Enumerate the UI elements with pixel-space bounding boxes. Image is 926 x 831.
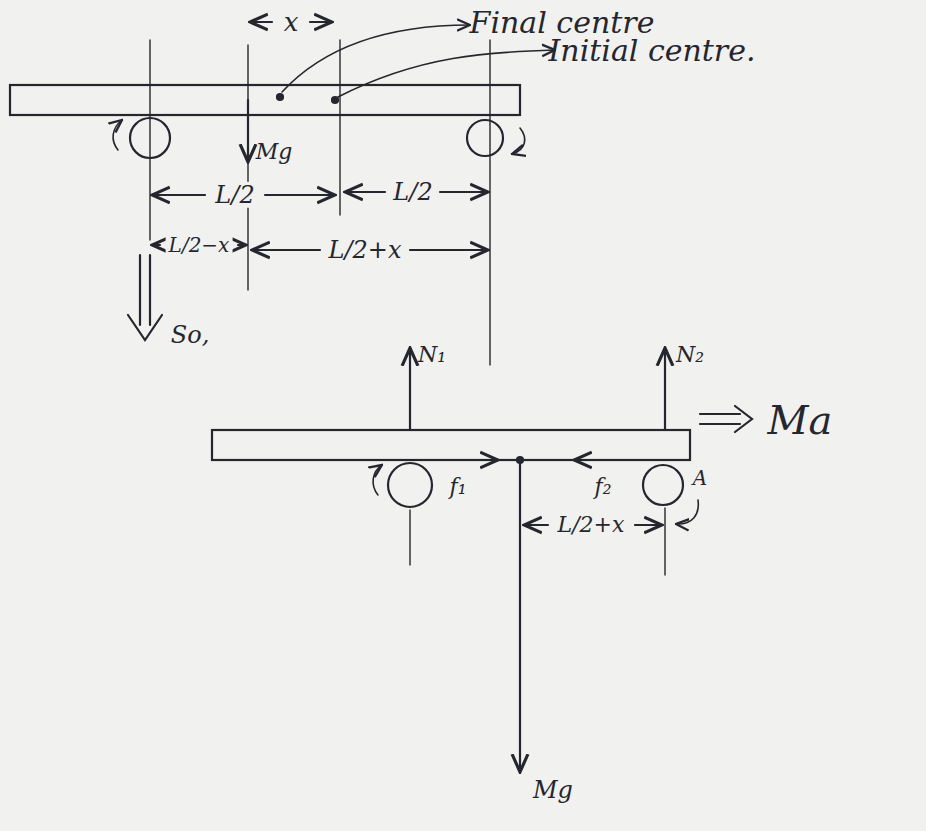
- diagram-label: Mg: [530, 777, 576, 803]
- diagram-label: N₂: [673, 343, 707, 367]
- diagram-label: Mg: [253, 140, 296, 164]
- rod: [10, 85, 520, 115]
- diagram-label: x: [281, 8, 302, 37]
- diagram-label: L/2: [212, 182, 257, 208]
- diagram-label: L/2: [390, 179, 435, 205]
- diagram-label: N₁: [415, 343, 449, 367]
- diagram-label: Ma: [765, 398, 836, 442]
- diagram-label: A: [690, 467, 710, 489]
- diagram-label: f₂: [592, 475, 615, 499]
- diagram-label: So,: [168, 322, 213, 348]
- diagram-label: Initial centre.: [546, 34, 759, 67]
- diagram-label: L/2+x: [326, 237, 405, 263]
- diagram-label: L/2−x: [166, 234, 233, 256]
- diagram-label: L/2+x: [555, 513, 628, 537]
- diagram-label: f₁: [447, 475, 470, 499]
